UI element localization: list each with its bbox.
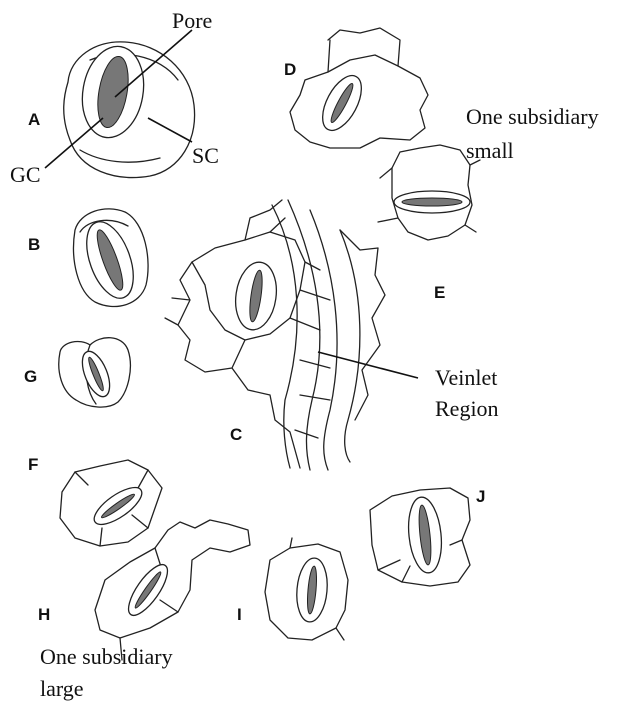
label-one-subsidiary-large-line2: large — [40, 676, 84, 701]
label-one-subsidiary-small-line1: One subsidiary — [466, 104, 599, 129]
panel-label-i: I — [237, 605, 242, 624]
panel-label-e: E — [434, 283, 445, 302]
label-one-subsidiary-small-line2: small — [466, 138, 514, 163]
veinlet-line-4 — [340, 230, 360, 462]
stoma-g — [59, 338, 131, 407]
panel-label-c: C — [230, 425, 242, 444]
stoma-c-veinlet-region — [165, 200, 418, 470]
label-one-subsidiary-large-line1: One subsidiary — [40, 644, 173, 669]
stoma-e-pore — [402, 198, 462, 206]
veinlet-line-2 — [288, 200, 320, 470]
panel-label-b: B — [28, 235, 40, 254]
label-gc: GC — [10, 162, 41, 187]
stoma-e — [378, 145, 480, 240]
stoma-a-subsidiary-wall-lower — [80, 150, 160, 162]
panel-label-g: G — [24, 367, 37, 386]
panel-label-a: A — [28, 110, 40, 129]
stoma-b — [74, 209, 149, 307]
stoma-d — [290, 28, 428, 148]
stoma-h-subsidiary-cells — [95, 520, 250, 638]
veinlet-line-1 — [272, 205, 297, 468]
stoma-d-upper-cell — [328, 28, 400, 66]
veinlet-leader-line — [318, 352, 418, 378]
stoma-d-cell-wall — [328, 40, 330, 72]
gc-leader-line — [45, 118, 103, 168]
label-veinlet-line1: Veinlet — [435, 365, 497, 390]
label-veinlet-line2: Region — [435, 396, 499, 421]
panel-label-f: F — [28, 455, 38, 474]
stoma-f — [60, 460, 162, 546]
stoma-h — [95, 520, 250, 660]
stoma-j — [370, 488, 470, 586]
panel-label-j: J — [476, 487, 485, 506]
label-pore: Pore — [172, 8, 212, 33]
stoma-a — [45, 30, 195, 178]
panel-label-h: H — [38, 605, 50, 624]
veinlet-line-3 — [310, 210, 337, 470]
stoma-i — [265, 538, 348, 640]
sc-leader-line — [148, 118, 192, 142]
label-sc: SC — [192, 143, 219, 168]
panel-label-d: D — [284, 60, 296, 79]
